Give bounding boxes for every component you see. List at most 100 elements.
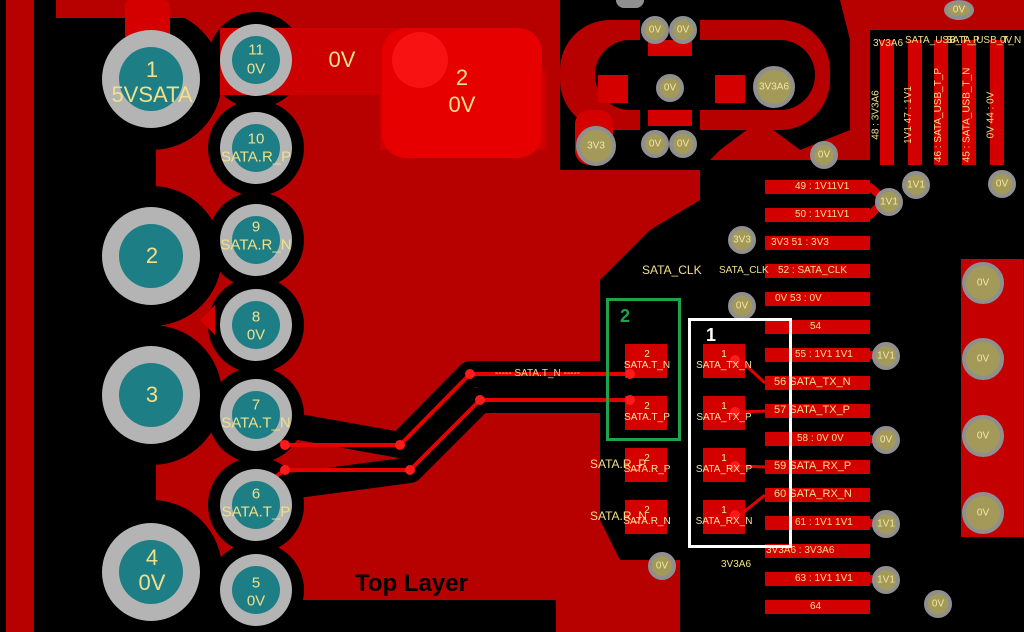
via[interactable]: 0V xyxy=(872,426,900,454)
net-tag-sata-clk-2: SATA_CLK xyxy=(719,265,769,276)
cap2-pad3-number: 2 xyxy=(644,453,650,464)
via[interactable]: 0V xyxy=(988,170,1016,198)
via[interactable]: 1V1 xyxy=(872,566,900,594)
via[interactable]: 0V xyxy=(641,130,669,158)
cap1-pad1-net: SATA_TX_N xyxy=(696,360,752,371)
top-pin-44: 0V 44 : 0V xyxy=(985,91,997,139)
via[interactable]: 0V xyxy=(962,415,1004,457)
pin-11-number: 11 xyxy=(248,41,264,59)
edge-pin-50: 50 : 1V11V1 xyxy=(795,209,850,220)
top-net-0v: 0V xyxy=(1000,35,1013,46)
edge-pin-52: 52 : SATA_CLK xyxy=(778,265,848,276)
edge-pin-61: 61 : 1V1 1V1 xyxy=(795,517,853,528)
big-pad-4-net: 0V xyxy=(138,570,166,595)
via[interactable] xyxy=(616,0,644,8)
connector-pin-8[interactable] xyxy=(220,289,292,361)
top-pin-46: 46 : SATA_USB_T_P xyxy=(933,67,945,163)
big-pad-3-number: 3 xyxy=(145,382,159,407)
big-pad-2[interactable] xyxy=(102,207,200,305)
trace-net-label: ----- SATA.T_N ----- xyxy=(495,368,581,379)
cap1-pad2-net: SATA_TX_P xyxy=(696,412,752,423)
big-pad-2-number: 2 xyxy=(145,243,159,268)
top-net-3v3a6: 3V3A6 xyxy=(873,38,904,49)
edge-pin-64: 64 xyxy=(810,601,822,612)
via[interactable]: 0V xyxy=(962,338,1004,380)
edge-pin-51: 3V3 51 : 3V3 xyxy=(771,237,829,248)
cap2-pad3-net: SATA.R_P xyxy=(623,464,671,475)
connector-pin-7[interactable] xyxy=(220,379,292,451)
via[interactable]: 0V xyxy=(962,262,1004,304)
via[interactable]: 1V1 xyxy=(872,342,900,370)
via[interactable]: 0V xyxy=(810,141,838,169)
layer-name-label: Top Layer xyxy=(355,570,468,597)
via[interactable]: 0V xyxy=(728,292,756,320)
via[interactable]: 0V xyxy=(669,16,697,44)
connector-pin-11[interactable] xyxy=(220,24,292,96)
connector-pin-6[interactable] xyxy=(220,469,292,541)
via[interactable]: 3V3 xyxy=(576,126,616,166)
via[interactable]: 0V xyxy=(669,130,697,158)
cap2-pad1-net: SATA.T_N xyxy=(623,360,671,371)
pin-10-number: 10 xyxy=(247,130,265,148)
edge-pin-56: 56 SATA_TX_N xyxy=(774,376,851,388)
net-tag-sata-r-n: SATA.R_N xyxy=(590,509,647,523)
edge-pin-60: 60 SATA_RX_N xyxy=(774,488,852,500)
edge-pin-49: 49 : 1V11V1 xyxy=(795,181,850,192)
big-pad-3[interactable] xyxy=(102,346,200,444)
via[interactable]: 0V xyxy=(924,590,952,618)
edge-pin-59: 59 SATA_RX_P xyxy=(774,460,852,472)
annotation-label-2: 2 xyxy=(620,306,631,326)
pin-8-number: 8 xyxy=(251,308,261,326)
pin-10-net: SATA.R_P xyxy=(220,148,292,166)
via[interactable]: 0V xyxy=(656,74,684,102)
via[interactable]: 0V xyxy=(641,16,669,44)
via[interactable]: 1V1 xyxy=(875,188,903,216)
pin-9-number: 9 xyxy=(251,218,261,236)
pin-7-net: SATA.T_N xyxy=(221,414,291,432)
pin-7-number: 7 xyxy=(251,396,261,414)
pin-6-number: 6 xyxy=(251,485,261,503)
top-pin-47: 1V1 47 : 1V1 xyxy=(902,86,914,144)
cap1-pad3-net: SATA_RX_P xyxy=(695,464,753,475)
cap1-pad1-number: 1 xyxy=(721,349,727,360)
pin-6-net: SATA.T_P xyxy=(221,503,291,521)
cap2-pad1-number: 2 xyxy=(644,349,650,360)
cap2-pad4-number: 2 xyxy=(644,505,650,516)
edge-pin-62: 3V3A6 : 3V3A6 xyxy=(766,545,835,556)
pad-2-number: 2 xyxy=(455,65,469,90)
annotation-label-1: 1 xyxy=(706,325,717,345)
big-pad-4[interactable] xyxy=(102,523,200,621)
big-pad-1-net: 5VSATA xyxy=(111,82,193,107)
via[interactable]: 0V xyxy=(962,492,1004,534)
big-pad-4-number: 4 xyxy=(145,545,159,570)
via[interactable]: 1V1 xyxy=(902,171,930,199)
top-net-usb-t-p: SATA_USB_T_P xyxy=(905,35,980,46)
connector-pin-10[interactable] xyxy=(220,112,292,184)
via[interactable]: 0V xyxy=(648,552,676,580)
edge-pin-57: 57 SATA_TX_P xyxy=(774,404,851,416)
pin-9-net: SATA.R_N xyxy=(220,236,292,254)
via[interactable]: 3V3 xyxy=(728,226,756,254)
net-tag-3v3a6: 3V3A6 xyxy=(721,559,752,570)
top-pin-45: 45 : SATA_USB_T_N xyxy=(961,67,973,163)
cap2-pad2-net: SATA.T_P xyxy=(624,412,670,423)
connector-pin-5[interactable] xyxy=(220,554,292,626)
edge-pin-54: 54 xyxy=(810,321,822,332)
big-pad-1[interactable] xyxy=(102,30,200,128)
top-pin-48: 48 : 3V3A6 xyxy=(870,90,882,140)
via[interactable]: 0V xyxy=(944,0,974,20)
edge-pin-58: 58 : 0V 0V xyxy=(797,433,844,444)
cap1-pad4-number: 1 xyxy=(721,505,727,516)
annotation-box-1 xyxy=(688,318,792,548)
pin-8-net: 0V xyxy=(246,326,266,344)
connector-pin-9[interactable] xyxy=(220,204,292,276)
via[interactable]: 1V1 xyxy=(872,510,900,538)
pin-5-number: 5 xyxy=(251,574,261,592)
pin-5-net: 0V xyxy=(246,592,266,610)
pad-2-net: 0V xyxy=(448,92,476,117)
via[interactable]: 3V3A6 xyxy=(753,66,795,108)
cap1-pad3-number: 1 xyxy=(721,453,727,464)
cap1-pad4-net: SATA_RX_N xyxy=(695,516,753,527)
pour-0v-label: 0V xyxy=(328,47,356,72)
